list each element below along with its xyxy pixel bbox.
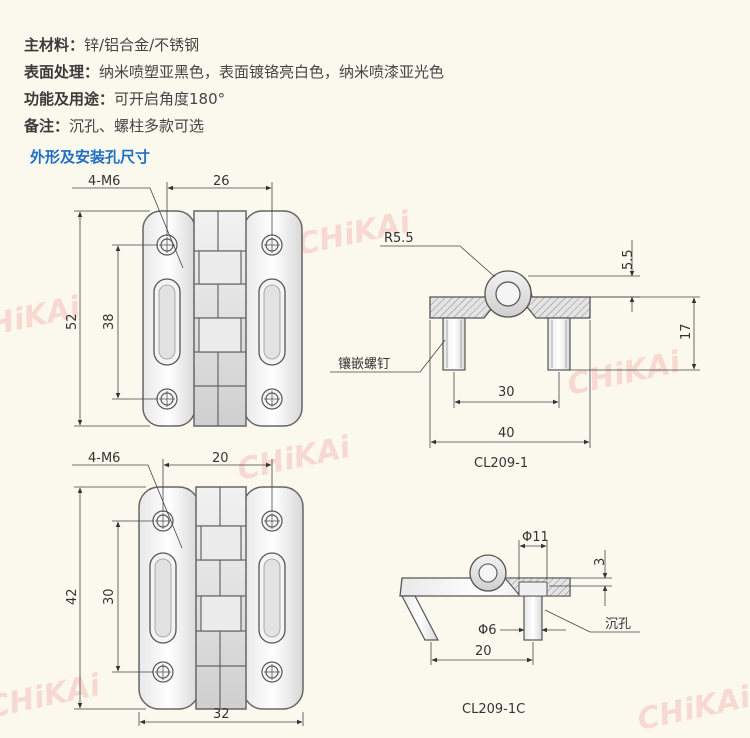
section-title: 外形及安装孔尺寸 [30,148,151,166]
svg-text:CHiKAi: CHiKAi [0,668,104,726]
svg-text:CHiKAi: CHiKAi [234,430,354,488]
side1c-depth-label: 3 [593,558,608,566]
top-hinge-front-view: 4-M6 26 52 38 [65,174,303,427]
side1c-hole-label: Φ6 [478,623,497,638]
side1-stud-label: 镶嵌螺钉 [338,356,390,372]
top-height-label: 52 [65,313,80,330]
spec-remark: 备注：沉孔、螺柱多款可选 [24,115,204,136]
top-hole-pitch-label: 38 [102,313,117,330]
bottom-width-label: 32 [213,707,230,722]
top-thread-label: 4-M6 [88,174,120,189]
side-view-cl209-1c: Φ11 3 Φ6 沉孔 20 CL209-1C [399,530,640,717]
bottom-hole-pitch-label: 30 [102,588,117,605]
svg-text:CHiKAi: CHiKAi [564,345,684,403]
bottom-height-label: 42 [65,588,80,605]
side1c-pitch-label: 20 [475,644,492,659]
top-width-label: 26 [213,174,230,189]
side1-height-label: 17 [679,323,694,340]
side1c-counterbore-label: 沉孔 [605,617,631,632]
side1-pitch-label: 30 [498,385,515,400]
spec-remark-label: 备注： [24,117,70,135]
bottom-top-width-label: 20 [212,451,229,466]
spec-material: 主材料：锌/铝合金/不锈钢 [24,34,199,55]
side-view-cl209-1: R5.5 5.5 17 镶嵌螺钉 30 40 CL209-1 [330,231,700,471]
bottom-thread-label: 4-M6 [88,451,120,466]
spec-surface: 表面处理：纳米喷塑亚黑色，表面镀铬亮白色，纳米喷漆亚光色 [24,61,444,82]
spec-material-value: 锌/铝合金/不锈钢 [84,36,200,54]
spec-material-label: 主材料： [24,36,85,54]
side1-radius-label: R5.5 [384,231,414,246]
spec-surface-label: 表面处理： [24,63,100,81]
spec-function: 功能及用途：可开启角度180° [24,88,225,109]
svg-text:CHiKAi: CHiKAi [634,680,750,738]
bottom-hinge-front-view: 4-M6 20 42 30 32 [65,451,304,726]
spec-surface-value: 纳米喷塑亚黑色，表面镀铬亮白色，纳米喷漆亚光色 [99,63,445,81]
spec-remark-value: 沉孔、螺柱多款可选 [69,117,205,135]
side1-offset-label: 5.5 [621,249,636,270]
watermark-logo: CHiKAi CHiKAi CHiKAi CHiKAi CHiKAi CHiKA… [0,205,750,738]
side1c-model-label: CL209-1C [462,702,525,717]
side1-length-label: 40 [498,426,515,441]
side1-model-label: CL209-1 [474,456,528,471]
spec-function-value: 可开启角度180° [114,90,226,108]
side1c-bore-label: Φ11 [522,530,549,545]
spec-function-label: 功能及用途： [24,90,115,108]
